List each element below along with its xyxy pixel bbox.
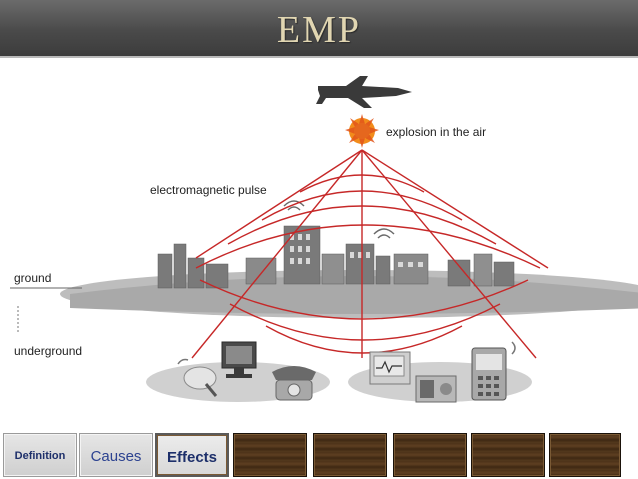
mouse-icon: [177, 358, 218, 397]
window-rows: [290, 234, 423, 267]
title-bar: [0, 0, 638, 56]
ground-label: ground: [14, 271, 51, 285]
nav-button-4[interactable]: [233, 433, 307, 477]
antenna-icons: [283, 200, 395, 239]
nav-effects-button[interactable]: Effects: [155, 433, 229, 477]
nav-button-8[interactable]: [549, 433, 621, 477]
radio-icon: [415, 375, 457, 403]
explosion-icon: [345, 114, 379, 148]
explosion-label: explosion in the air: [386, 125, 486, 139]
nav-definition-label: Definition: [14, 450, 66, 462]
title-divider: [0, 56, 638, 58]
emp-waves: [191, 149, 549, 359]
city-buildings: [157, 225, 515, 289]
telephone-icon: [272, 366, 316, 401]
nav-definition-button[interactable]: Definition: [3, 433, 77, 477]
nav-button-7[interactable]: [471, 433, 545, 477]
slide-navigation: Definition Causes Effects: [0, 431, 638, 479]
computer-monitor-icon: [221, 341, 257, 378]
nav-causes-label: Causes: [90, 448, 142, 465]
pulse-label: electromagnetic pulse: [150, 183, 267, 197]
mobile-phone-icon: [471, 341, 516, 401]
nav-causes-button[interactable]: Causes: [79, 433, 153, 477]
oscilloscope-icon: [369, 351, 411, 385]
fighter-jet-icon: [316, 76, 412, 108]
nav-button-5[interactable]: [313, 433, 387, 477]
nav-button-6[interactable]: [393, 433, 467, 477]
emp-diagram: explosion in the air electromagnetic pul…: [10, 76, 638, 403]
underground-label: underground: [14, 344, 82, 358]
nav-effects-label: Effects: [166, 449, 218, 466]
slide-title: EMP: [276, 9, 362, 51]
